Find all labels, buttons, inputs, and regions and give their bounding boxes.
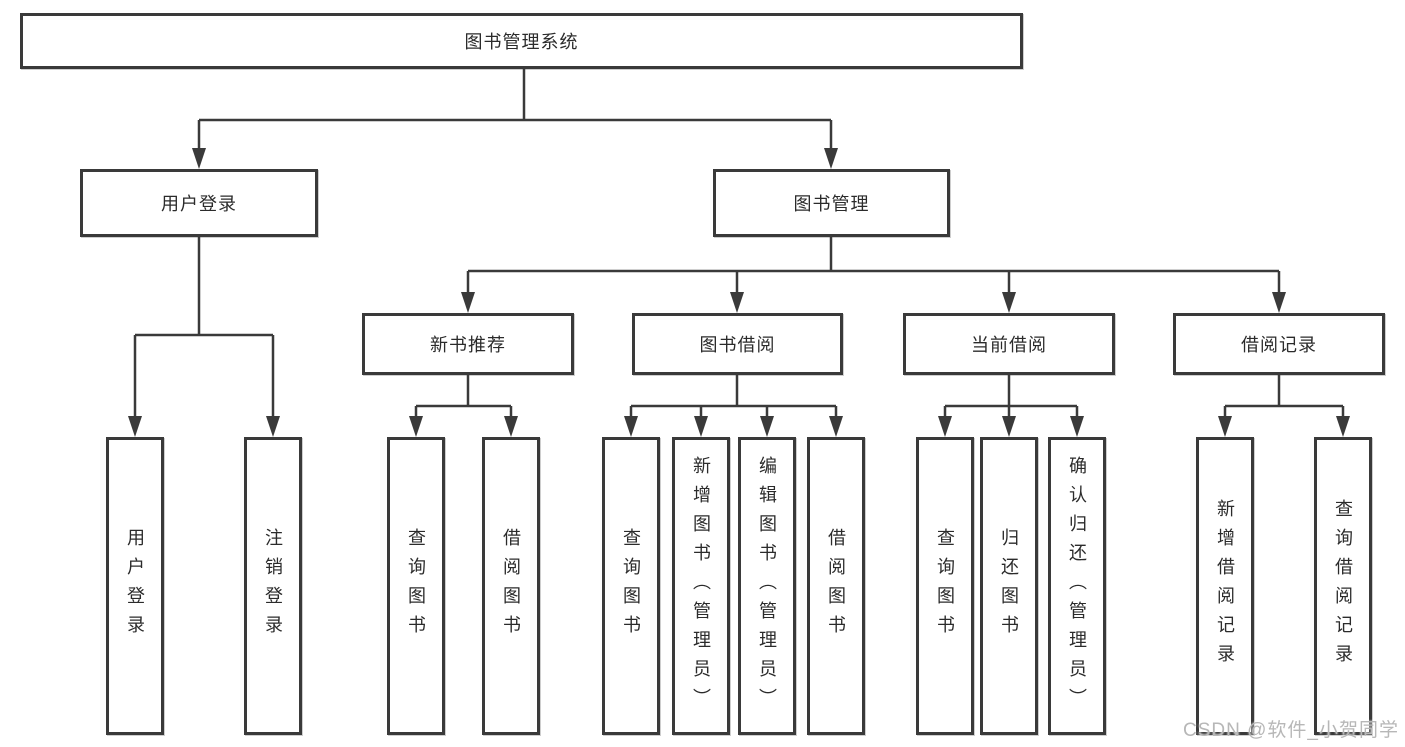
leaf-logout: 注销登录 <box>244 437 302 735</box>
leaf-user-login: 用户登录 <box>106 437 164 735</box>
node-root: 图书管理系统 <box>20 13 1023 69</box>
leaf-query-books-current: 查询图书 <box>916 437 974 735</box>
leaf-label: 新增图书（管理员） <box>691 455 711 717</box>
leaf-add-books-admin: 新增图书（管理员） <box>672 437 730 735</box>
leaf-return-books: 归还图书 <box>980 437 1038 735</box>
leaf-borrow-books-recommend: 借阅图书 <box>482 437 540 735</box>
leaf-label: 编辑图书（管理员） <box>757 455 777 717</box>
node-book-management: 图书管理 <box>713 169 950 237</box>
leaf-label: 归还图书 <box>999 528 1019 644</box>
leaf-label: 借阅图书 <box>826 528 846 644</box>
node-user-login: 用户登录 <box>80 169 318 237</box>
leaf-label: 查询图书 <box>406 528 426 644</box>
leaf-label: 用户登录 <box>125 528 145 644</box>
leaf-borrow-books: 借阅图书 <box>807 437 865 735</box>
leaf-query-borrow-record: 查询借阅记录 <box>1314 437 1372 735</box>
leaf-edit-books-admin: 编辑图书（管理员） <box>738 437 796 735</box>
leaf-label: 借阅图书 <box>501 528 521 644</box>
leaf-label: 查询图书 <box>621 528 641 644</box>
node-book-borrow: 图书借阅 <box>632 313 843 375</box>
node-borrow-records: 借阅记录 <box>1173 313 1385 375</box>
leaf-label: 注销登录 <box>263 528 283 644</box>
leaf-add-borrow-record: 新增借阅记录 <box>1196 437 1254 735</box>
leaf-label: 新增借阅记录 <box>1215 499 1235 673</box>
leaf-confirm-return-admin: 确认归还（管理员） <box>1048 437 1106 735</box>
leaf-query-books-recommend: 查询图书 <box>387 437 445 735</box>
node-current-borrow: 当前借阅 <box>903 313 1115 375</box>
leaf-label: 查询借阅记录 <box>1333 499 1353 673</box>
leaf-label: 确认归还（管理员） <box>1067 455 1087 717</box>
csdn-watermark: CSDN @软件_小贺同学 <box>1183 720 1399 741</box>
node-new-book-recommend: 新书推荐 <box>362 313 574 375</box>
leaf-label: 查询图书 <box>935 528 955 644</box>
leaf-query-books-borrow: 查询图书 <box>602 437 660 735</box>
